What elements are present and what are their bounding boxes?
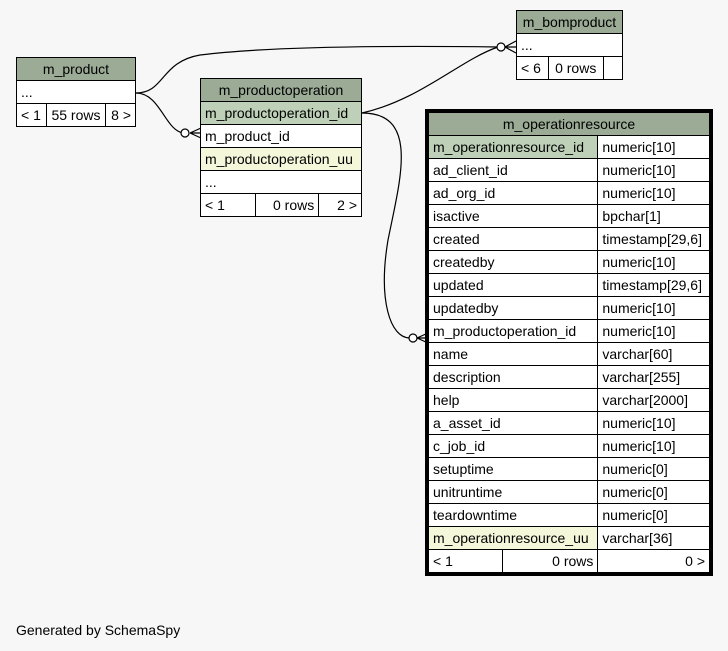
column-name: created xyxy=(427,227,599,251)
column-name: unitruntime xyxy=(427,480,599,504)
column-name: help xyxy=(427,388,599,412)
column-type: numeric[10] xyxy=(597,158,710,182)
column-type: numeric[10] xyxy=(597,434,710,458)
column-name: setuptime xyxy=(427,457,599,481)
column-type: numeric[0] xyxy=(597,457,710,481)
children-count[interactable]: 0 > xyxy=(597,549,710,573)
parents-count[interactable]: < 6 xyxy=(516,56,549,80)
column-name: a_asset_id xyxy=(427,411,599,435)
link-productoperation-bomproduct xyxy=(361,46,499,114)
row-count: 0 rows xyxy=(547,56,604,80)
column-type: numeric[10] xyxy=(597,250,710,274)
table-m-product[interactable]: m_product ... < 1 55 rows 8 > xyxy=(16,57,136,127)
column-cell: m_productoperation_uu xyxy=(200,147,362,171)
column-name: description xyxy=(427,365,599,389)
column-type: numeric[10] xyxy=(597,319,710,343)
column-type: varchar[60] xyxy=(597,342,710,366)
column-name: createdby xyxy=(427,250,599,274)
optional-marker xyxy=(180,128,190,138)
column-type: numeric[10] xyxy=(597,135,710,159)
column-name: teardowntime xyxy=(427,503,599,527)
link-product-productoperation xyxy=(135,92,184,134)
column-name: name xyxy=(427,342,599,366)
column-name: m_operationresource_uu xyxy=(427,526,599,550)
parents-count[interactable]: < 1 xyxy=(428,549,503,573)
generated-by-text: Generated by SchemaSpy xyxy=(16,622,181,638)
column-cell: ... xyxy=(16,80,136,104)
column-type: numeric[0] xyxy=(597,503,710,527)
column-name: ad_client_id xyxy=(427,158,599,182)
column-type: timestamp[29,6] xyxy=(597,227,710,251)
optional-marker xyxy=(496,42,506,52)
table-m-bomproduct[interactable]: m_bomproduct ... < 6 0 rows xyxy=(516,10,624,80)
column-name: m_productoperation_id xyxy=(427,319,599,343)
table-header[interactable]: m_operationresource xyxy=(428,112,710,136)
column-name: updated xyxy=(427,273,599,297)
table-header[interactable]: m_productoperation xyxy=(200,78,362,102)
column-type: numeric[10] xyxy=(597,411,710,435)
table-header[interactable]: m_product xyxy=(16,57,136,81)
table-m-operationresource[interactable]: m_operationresource m_operationresource_… xyxy=(425,109,713,576)
column-type: varchar[36] xyxy=(597,526,710,550)
column-type: numeric[0] xyxy=(597,480,710,504)
row-count: 55 rows xyxy=(45,103,107,127)
children-count[interactable]: 8 > xyxy=(105,103,136,127)
column-name: ad_org_id xyxy=(427,181,599,205)
column-name: m_operationresource_id xyxy=(427,135,599,159)
children-count[interactable] xyxy=(602,56,624,80)
optional-marker xyxy=(408,333,418,343)
column-cell: ... xyxy=(200,170,362,194)
column-cell: m_product_id xyxy=(200,124,362,148)
parents-count[interactable]: < 1 xyxy=(16,103,47,127)
column-name: updatedby xyxy=(427,296,599,320)
link-productoperation-operationresource xyxy=(361,112,411,339)
column-name: c_job_id xyxy=(427,434,599,458)
column-name: isactive xyxy=(427,204,599,228)
column-cell: ... xyxy=(516,33,623,57)
parents-count[interactable]: < 1 xyxy=(200,193,256,217)
column-type: timestamp[29,6] xyxy=(597,273,710,297)
column-type: bpchar[1] xyxy=(597,204,710,228)
row-count: 0 rows xyxy=(254,193,320,217)
column-cell: m_productoperation_id xyxy=(200,101,362,125)
column-type: varchar[2000] xyxy=(597,388,710,412)
row-count: 0 rows xyxy=(501,549,599,573)
children-count[interactable]: 2 > xyxy=(318,193,362,217)
column-type: numeric[10] xyxy=(597,181,710,205)
table-m-productoperation[interactable]: m_productoperation m_productoperation_id… xyxy=(200,78,362,217)
column-type: numeric[10] xyxy=(597,296,710,320)
column-type: varchar[255] xyxy=(597,365,710,389)
table-header[interactable]: m_bomproduct xyxy=(516,10,623,34)
